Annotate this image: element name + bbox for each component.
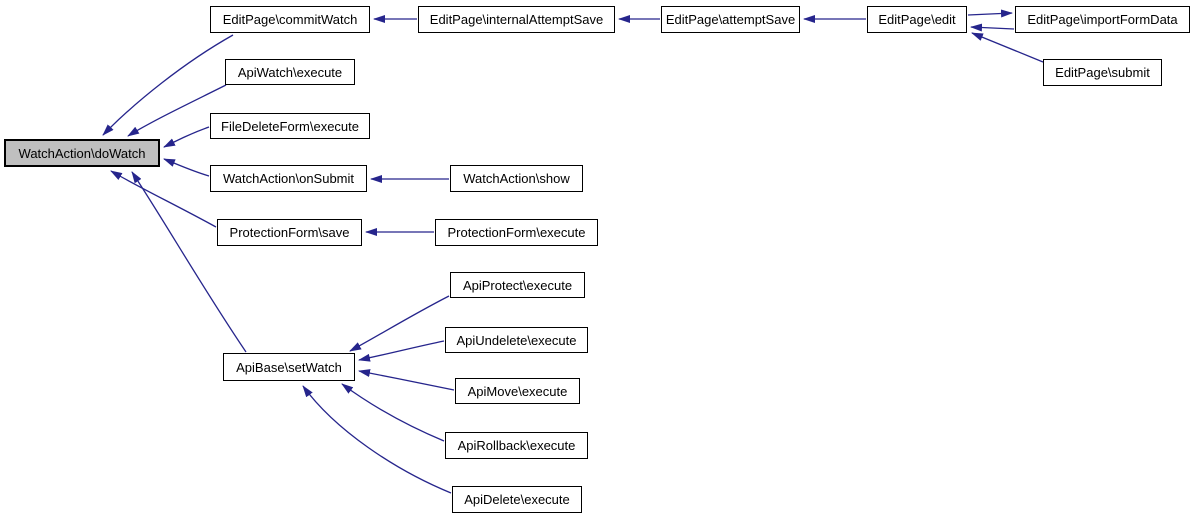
node-apidelete-execute[interactable]: ApiDelete\execute	[452, 486, 582, 513]
node-apiundelete-execute[interactable]: ApiUndelete\execute	[445, 327, 588, 353]
node-label: EditPage\edit	[878, 12, 956, 27]
node-editpage-commitwatch[interactable]: EditPage\commitWatch	[210, 6, 370, 33]
edge-filedeleteform-to-dowatch	[163, 126, 210, 148]
node-editpage-edit[interactable]: EditPage\edit	[867, 6, 967, 33]
node-protectionform-execute[interactable]: ProtectionForm\execute	[435, 219, 598, 246]
node-label: ApiMove\execute	[467, 383, 568, 399]
node-label: ApiWatch\execute	[237, 64, 343, 80]
edge-apirollback-to-setwatch	[341, 383, 445, 442]
node-label: WatchAction\doWatch	[18, 145, 146, 161]
edge-protectionformsave-to-dowatch	[110, 170, 217, 228]
node-apimove-execute[interactable]: ApiMove\execute	[455, 378, 580, 404]
node-label: ProtectionForm\save	[229, 225, 350, 240]
node-editpage-internalattemptsave[interactable]: EditPage\internalAttemptSave	[418, 6, 615, 33]
node-filedeleteform-execute[interactable]: FileDeleteForm\execute	[210, 113, 370, 139]
edge-apiundelete-to-setwatch	[358, 340, 445, 362]
node-label: EditPage\commitWatch	[222, 12, 358, 27]
node-label: EditPage\submit	[1055, 65, 1150, 80]
edge-setwatch-to-dowatch	[131, 171, 247, 353]
node-label: EditPage\attemptSave	[665, 12, 796, 27]
node-label: FileDeleteForm\execute	[221, 118, 359, 134]
node-label: EditPage\internalAttemptSave	[429, 12, 604, 27]
edge-apiprotect-to-setwatch	[349, 295, 450, 352]
edge-commitwatch-to-dowatch	[102, 34, 234, 136]
edge-submit-to-edit	[971, 32, 1044, 63]
edge-onsubmit-to-dowatch	[163, 158, 210, 177]
node-label: WatchAction\onSubmit	[222, 171, 355, 186]
node-apiprotect-execute[interactable]: ApiProtect\execute	[450, 272, 585, 298]
node-apiwatch-execute[interactable]: ApiWatch\execute	[225, 59, 355, 85]
node-protectionform-save[interactable]: ProtectionForm\save	[217, 219, 362, 246]
node-editpage-attemptsave[interactable]: EditPage\attemptSave	[661, 6, 800, 33]
node-apibase-setwatch[interactable]: ApiBase\setWatch	[223, 353, 355, 381]
node-label: ApiBase\setWatch	[236, 359, 342, 375]
node-label: WatchAction\show	[463, 171, 570, 186]
node-label: ApiProtect\execute	[462, 277, 573, 293]
edge-edit-to-importformdata	[967, 9, 1013, 18]
node-label: ApiDelete\execute	[464, 492, 570, 507]
edge-apiwatch-to-dowatch	[127, 84, 227, 137]
node-label: ApiRollback\execute	[457, 438, 576, 453]
node-editpage-importformdata[interactable]: EditPage\importFormData	[1015, 6, 1190, 33]
node-label: ProtectionForm\execute	[447, 225, 586, 240]
edge-apidelete-to-setwatch	[302, 385, 452, 494]
node-apirollback-execute[interactable]: ApiRollback\execute	[445, 432, 588, 459]
node-watchaction-dowatch: WatchAction\doWatch	[4, 139, 160, 167]
node-watchaction-onsubmit[interactable]: WatchAction\onSubmit	[210, 165, 367, 192]
edge-apimove-to-setwatch	[358, 369, 455, 391]
node-label: EditPage\importFormData	[1027, 12, 1178, 27]
edge-importformdata-to-edit	[970, 23, 1015, 32]
node-watchaction-show[interactable]: WatchAction\show	[450, 165, 583, 192]
node-label: ApiUndelete\execute	[456, 332, 577, 348]
node-editpage-submit[interactable]: EditPage\submit	[1043, 59, 1162, 86]
